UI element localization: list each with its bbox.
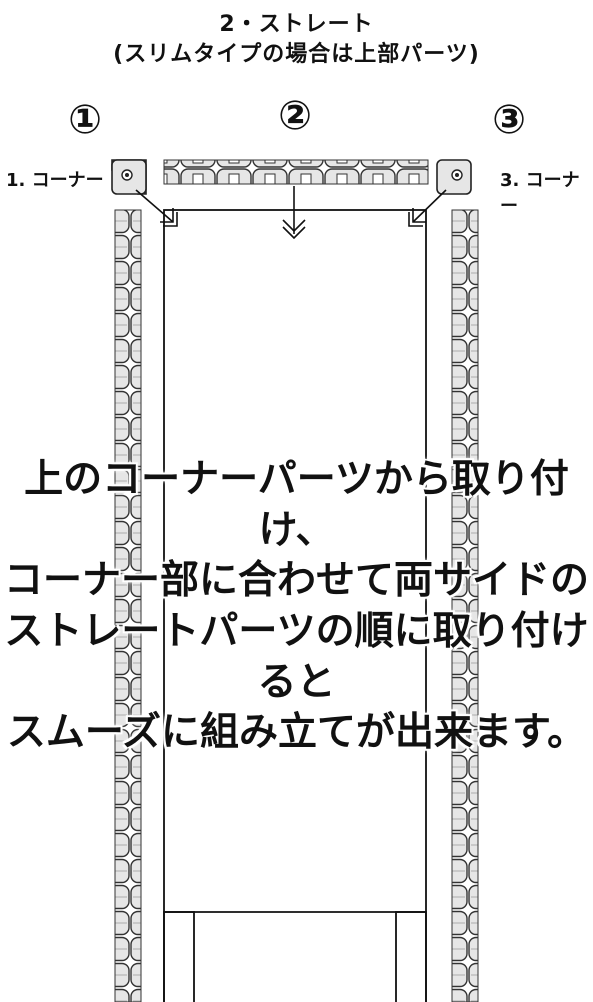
arrow-left-head [160,208,174,223]
diagram-title: 2・ストレート [219,12,374,37]
instruction-line-4: スムーズに組み立てが出来ます。 [6,710,587,756]
straight-part-left [114,209,142,1002]
step-number-2: ② [278,93,312,139]
frame-outline [163,209,427,1002]
instruction-line-2: コーナー部に合わせて両サイドの [3,558,589,604]
frame-rect [163,209,427,1002]
diagram-subtitle: (スリムタイプの場合は上部パーツ) [113,42,480,67]
corner-part-right [436,159,472,195]
corner-label-right: 3. コーナー [500,170,580,217]
frame-leg-left [163,911,195,1002]
instruction-text: 上のコーナーパーツから取り付け、 コーナー部に合わせて両サイドの ストレートパー… [0,455,593,759]
frame-leg-right [395,911,427,1002]
instruction-line-1: 上のコーナーパーツから取り付け、 [24,457,569,553]
straight-part-top [163,159,429,185]
instruction-line-3: ストレートパーツの順に取り付けると [4,609,589,705]
arrow-right-shaft [412,189,447,223]
arrow-center-head [282,219,306,233]
straight-part-right [451,209,479,1002]
corner-part-left [111,159,147,195]
step-number-1: ① [68,97,102,143]
arrow-right-head [412,208,426,223]
corner-label-left: 1. コーナー [6,170,104,191]
assembly-arrows [135,186,447,240]
step-number-3: ③ [492,97,526,143]
arrow-left-shaft [135,189,174,223]
